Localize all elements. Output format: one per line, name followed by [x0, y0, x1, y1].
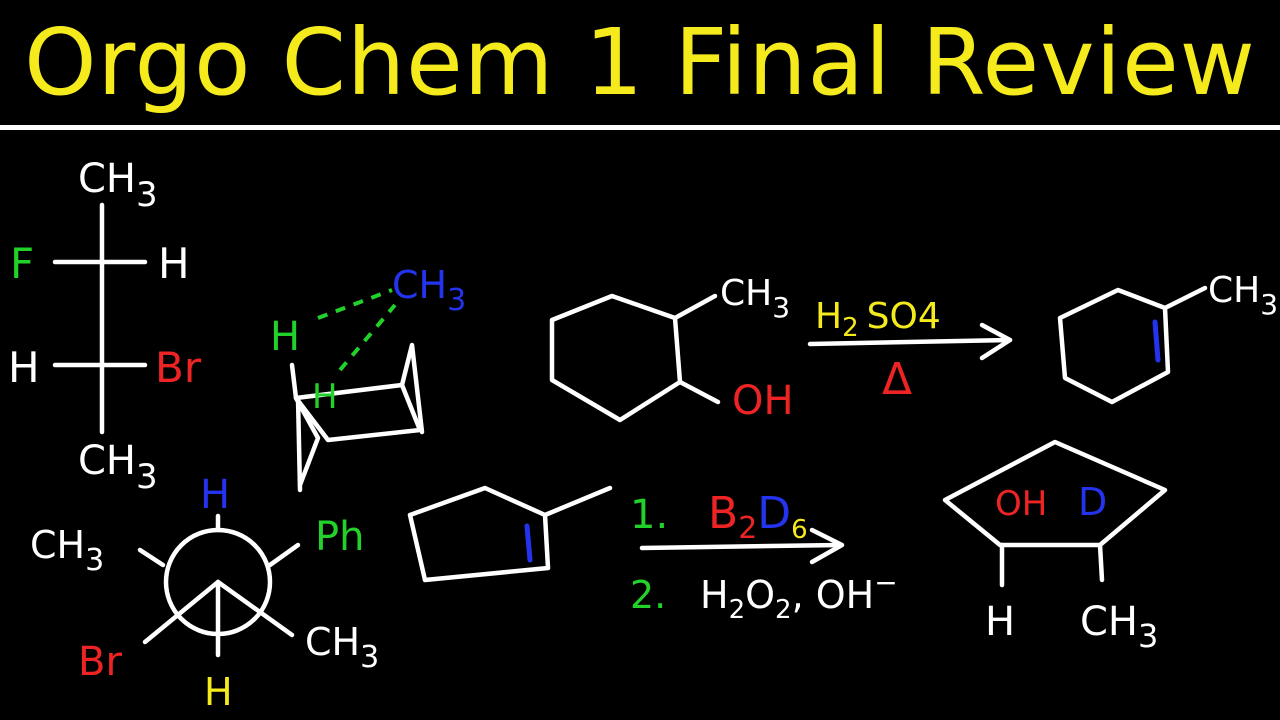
reaction2-arrow-shaft	[639, 542, 843, 551]
reactant-cyclopentene-ring	[407, 485, 551, 583]
reaction2-arrow-head	[809, 527, 845, 565]
reactant-hydroxyl-bond	[677, 379, 721, 405]
newman-upper-left-methyl: CH3	[30, 523, 104, 578]
chair-ring-left	[293, 395, 321, 488]
chair-h-lower: H	[312, 377, 338, 417]
reaction2-step1-number: 1.	[630, 492, 668, 538]
newman-bond-lower-left	[142, 579, 221, 645]
reactant-methyl-bond	[672, 293, 718, 321]
product2-methyl: CH3	[1080, 599, 1158, 655]
reactant-methyl: CH3	[720, 273, 790, 324]
reaction2-peroxide: H2O2, OH−	[700, 566, 898, 625]
product-methyl: CH3	[1208, 270, 1278, 321]
product2-hydroxyl: OH	[995, 484, 1047, 524]
fischer-fluorine: F	[10, 239, 34, 288]
fischer-projection: CH3 F H H Br CH3	[8, 156, 202, 497]
product2-methyl-bond	[1097, 542, 1105, 583]
newman-bottom-h: H	[204, 670, 233, 714]
product-methyl-bond	[1162, 285, 1208, 311]
product2-hydrogen: H	[985, 599, 1015, 645]
newman-bromine: Br	[78, 639, 122, 685]
page-title: Orgo Chem 1 Final Review	[24, 9, 1256, 116]
newman-lower-right-methyl: CH3	[305, 620, 379, 675]
title-divider	[0, 125, 1280, 130]
chair-ring-right	[399, 342, 425, 435]
chair-dash-1	[317, 288, 393, 320]
chair-h-upper: H	[270, 314, 300, 360]
reaction1-arrow-shaft	[807, 337, 1013, 347]
product-cyclohexene-ring	[1057, 287, 1171, 405]
chair-methyl: CH3	[392, 263, 466, 318]
reaction2-borane: B2D6	[708, 488, 808, 546]
newman-bond-upper-right	[267, 542, 301, 568]
newman-bond-lower-right	[215, 579, 295, 638]
reaction1-arrow-head	[979, 322, 1013, 361]
reactant2-methyl-bond	[542, 485, 613, 518]
reaction-hydroboration: 1. B2D6 2. H2O2, OH− OH D H CH3	[407, 439, 1168, 655]
chair-axial-bond-down	[295, 395, 303, 493]
newman-projection: H CH3 Ph Br CH3 H	[30, 472, 379, 714]
reaction2-step2-number: 2.	[630, 573, 666, 617]
fischer-upper-right-h: H	[158, 239, 190, 288]
chair-dash-2	[338, 303, 397, 372]
chair-axial-bond-up	[289, 362, 299, 401]
fischer-lower-left-h: H	[8, 343, 40, 392]
reactant-cyclohexane-ring	[549, 293, 683, 423]
reactant2-double-bond	[524, 523, 533, 563]
fischer-bottom-group: CH3	[78, 438, 158, 497]
fischer-top-group: CH3	[78, 156, 158, 215]
product2-deuterium: D	[1078, 480, 1107, 524]
fischer-bromine: Br	[155, 343, 202, 392]
newman-bond-upper-left	[137, 547, 166, 568]
newman-phenyl: Ph	[315, 514, 364, 560]
newman-top-h: H	[200, 472, 230, 518]
product-double-bond	[1152, 319, 1161, 363]
chair-conformation: CH3 H H	[270, 263, 466, 493]
reactant-oh-o: OH	[732, 378, 794, 424]
reaction1-heat-symbol: Δ	[882, 354, 912, 405]
product2-cyclopentane-ring	[942, 439, 1168, 548]
